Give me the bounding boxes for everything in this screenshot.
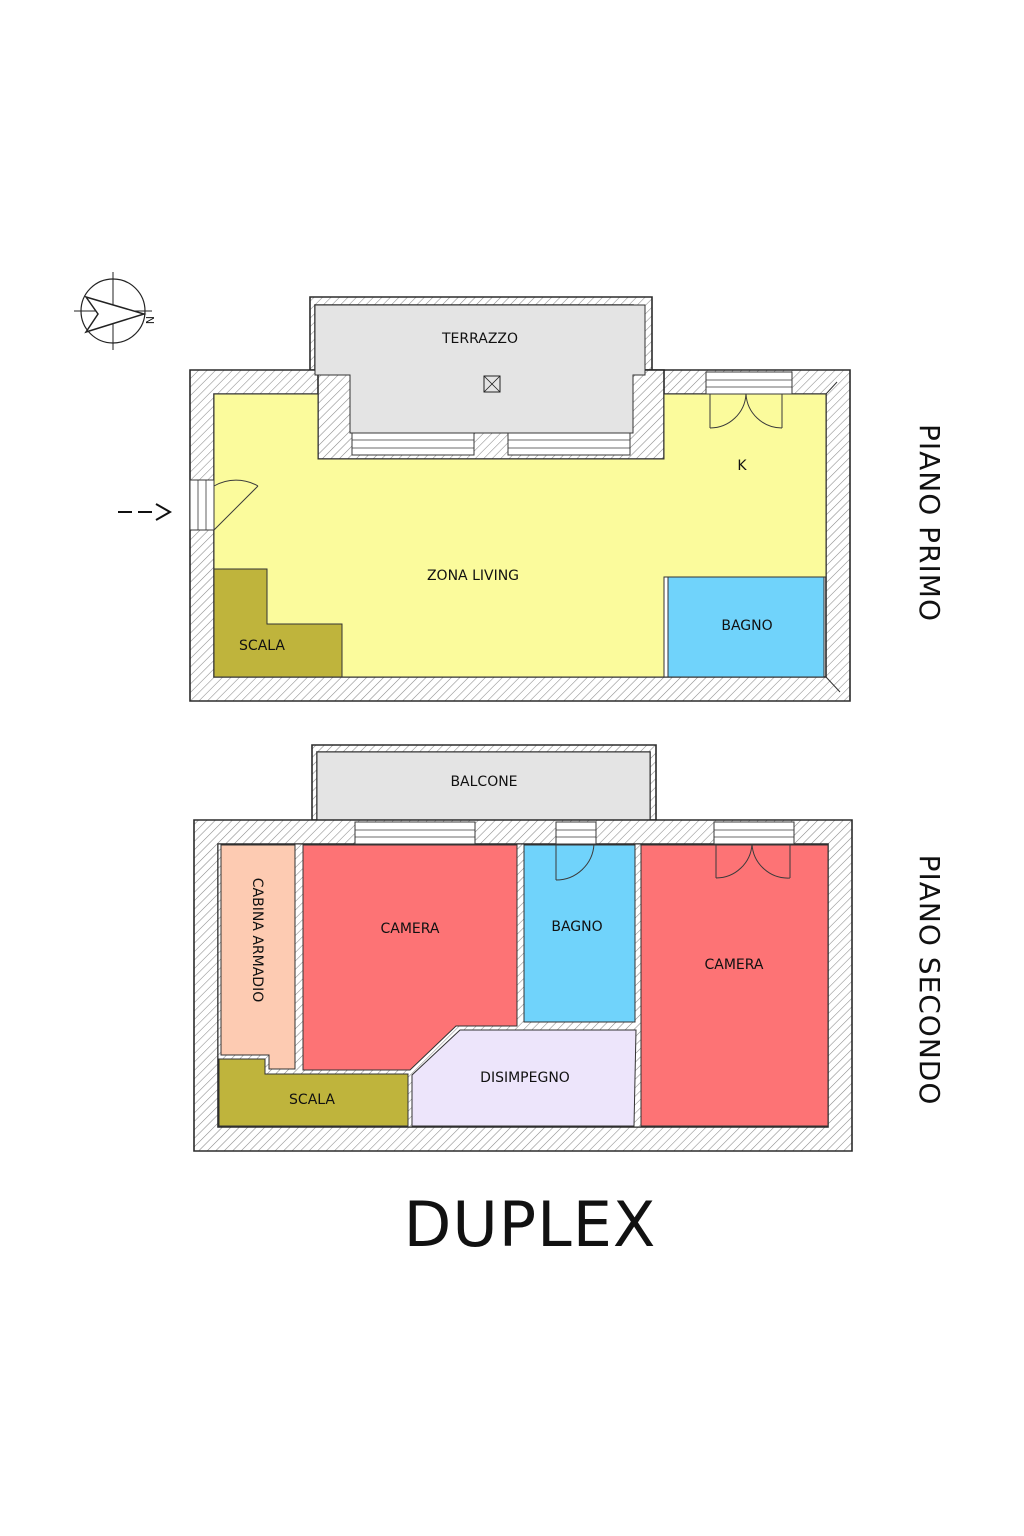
plan-title: DUPLEX — [404, 1188, 657, 1261]
walk-in-closet — [220, 844, 296, 1070]
terrace-label: TERRAZZO — [441, 331, 518, 347]
bedroom-right-door-swing-left — [715, 843, 753, 879]
entrance-door-frame — [189, 479, 215, 531]
bedroom-right — [640, 844, 829, 1127]
bedroom-left-window — [354, 821, 476, 845]
bathroom-door-swing-floor-two — [555, 843, 595, 881]
bedroom-right-label: CAMERA — [704, 957, 763, 973]
stairs-label-floor-two: SCALA — [289, 1092, 335, 1108]
balcony — [316, 751, 651, 821]
bedroom-right-window — [713, 821, 795, 845]
floor-one-label: PIANO PRIMO — [913, 424, 946, 622]
kitchen-window — [705, 371, 793, 395]
floor-two-label: PIANO SECONDO — [913, 855, 946, 1106]
terrace-window-left — [351, 432, 475, 456]
terrace — [314, 304, 646, 434]
kitchen-door-swing-left — [709, 393, 747, 429]
entrance-door-swing — [213, 479, 259, 531]
compass-north-letter: N — [143, 316, 156, 324]
kitchen-label: K — [737, 458, 747, 474]
stairs-floor-two — [218, 1058, 409, 1127]
bedroom-right-door-swing-right — [751, 843, 791, 879]
hallway — [411, 1029, 637, 1127]
bathroom-window-floor-two — [555, 821, 597, 845]
balcony-label: BALCONE — [450, 774, 517, 790]
walk-in-closet-label: CABINA ARMADIO — [249, 878, 265, 1002]
bedroom-left — [302, 844, 518, 1071]
floor-one-plan: TERRAZZO K ZONA LIVING SCALA BAGNO PIANO… — [118, 296, 946, 702]
bedroom-left-label: CAMERA — [380, 921, 439, 937]
floor-two-plan: BALCONE CABINA ARMADIO CAMERA BAGNO CAME… — [193, 744, 946, 1152]
bathroom-floor-one — [667, 576, 825, 678]
compass-needle-icon — [84, 295, 147, 334]
terrace-window-right — [507, 432, 631, 456]
hallway-label: DISIMPEGNO — [480, 1070, 570, 1086]
bathroom-floor-two — [523, 844, 636, 1023]
kitchen-door-swing-right — [745, 393, 783, 429]
bathroom-label-floor-two: BAGNO — [551, 919, 602, 935]
living-area-label: ZONA LIVING — [427, 568, 519, 584]
bathroom-label-floor-one: BAGNO — [721, 618, 772, 634]
entrance-arrow-icon — [118, 503, 173, 521]
stairs-floor-one — [213, 568, 343, 678]
compass-rose: N — [74, 272, 156, 350]
stairs-label-floor-one: SCALA — [239, 638, 285, 654]
